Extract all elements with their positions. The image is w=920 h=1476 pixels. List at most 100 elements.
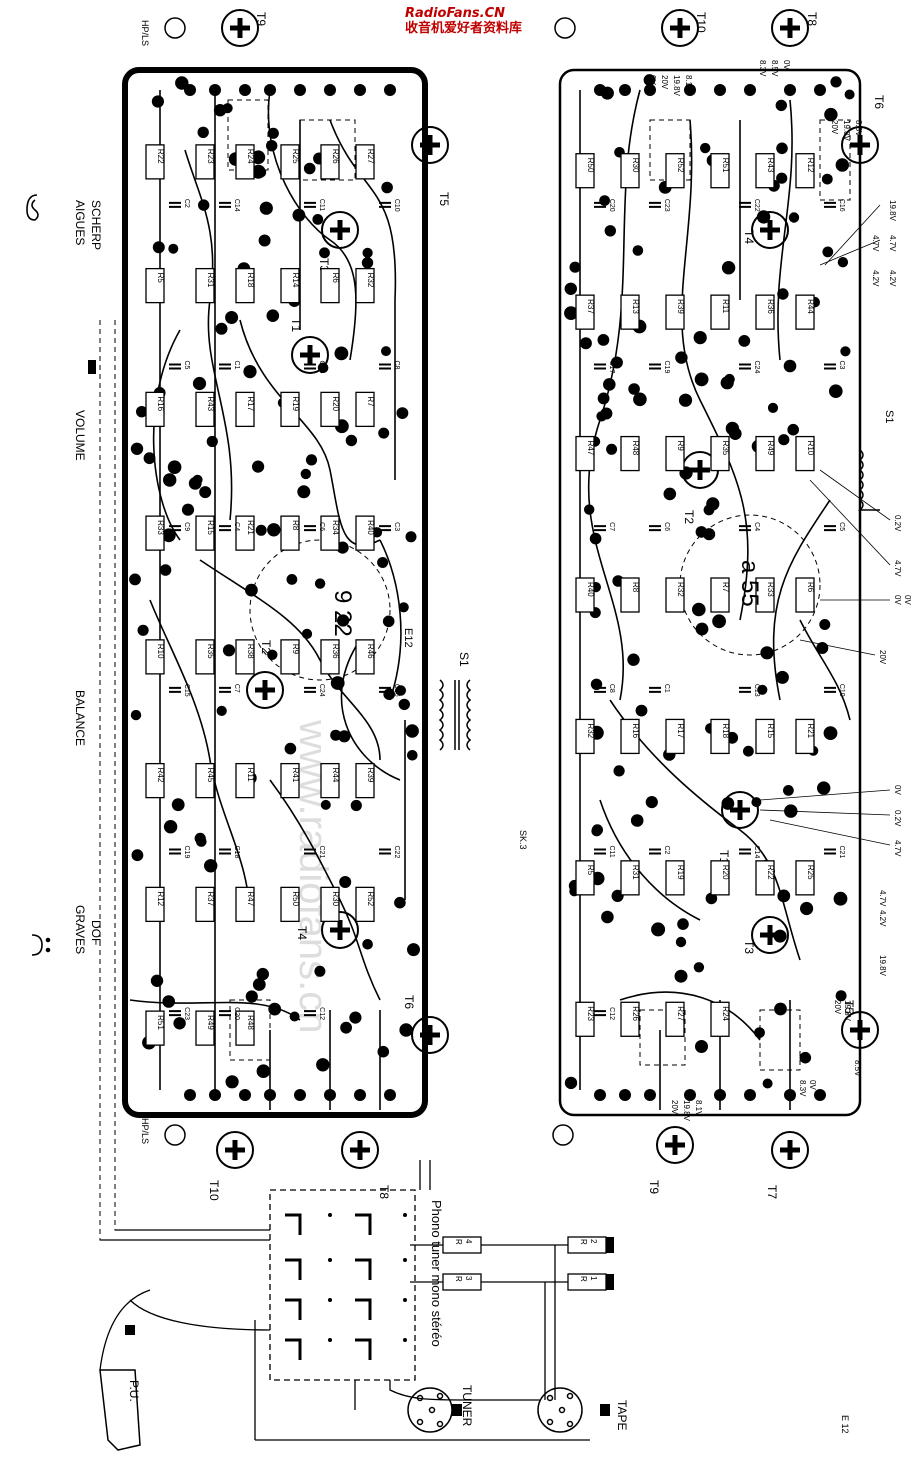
solder-pad [398, 698, 410, 711]
solder-pad [130, 709, 142, 721]
right-resistor-label: R9 [676, 441, 685, 452]
left-capacitor [219, 1010, 231, 1017]
voltage-mid: 0V [903, 595, 912, 605]
right-capacitor [649, 848, 661, 855]
edge-pad [784, 1089, 796, 1101]
solder-pad [767, 402, 779, 413]
left-s1: S1 [457, 652, 471, 667]
left-resistor [280, 639, 300, 675]
label-bass-fr: GRAVES [73, 905, 87, 954]
solder-pad [706, 497, 720, 511]
solder-pad [163, 473, 177, 487]
solder-pad [192, 376, 207, 391]
left-resistor [195, 1010, 215, 1046]
left-capacitor [304, 1010, 316, 1017]
solder-pad [399, 1023, 413, 1037]
solder-pad [774, 1002, 787, 1016]
solder-pad [597, 334, 610, 346]
left-transistor [221, 9, 259, 47]
left-resistor-label: R21 [246, 520, 255, 535]
right-resistor [795, 294, 815, 330]
solder-pad [362, 939, 373, 950]
left-capacitor-label: C8 [393, 361, 400, 370]
right-resistor-label: R18 [721, 723, 730, 738]
solder-pad [822, 246, 834, 258]
solder-pad [694, 372, 709, 387]
solder-pad [289, 1011, 300, 1022]
right-resistor-label: R47 [586, 441, 595, 456]
right-capacitor-label: C2 [663, 846, 670, 855]
left-resistor-label: R24 [246, 149, 255, 164]
right-transistor-label: T2 [682, 510, 696, 524]
right-resistor-label: R6 [806, 582, 815, 593]
solder-pad [837, 257, 849, 268]
left-transistor-label: T4 [295, 926, 309, 940]
volume-ground [88, 360, 96, 374]
left-capacitor [169, 525, 181, 532]
watermark-site: RadioFans.CN [405, 6, 505, 21]
left-capacitor-label: C13 [318, 361, 325, 374]
edge-pad [744, 84, 756, 96]
solder-pad [192, 474, 203, 485]
right-resistor-label: R52 [676, 158, 685, 173]
right-resistor-label: R24 [721, 1006, 730, 1021]
right-resistor-label: R15 [766, 723, 775, 738]
right-transistor [771, 9, 809, 47]
left-transformer [438, 679, 472, 751]
solder-pad [337, 614, 350, 627]
left-resistor [355, 144, 375, 180]
input-r1-letter: R [579, 1276, 588, 1282]
right-capacitor [824, 201, 836, 208]
right-resistor-label: R32 [676, 582, 685, 597]
solder-pad [564, 282, 577, 295]
left-resistor [145, 515, 165, 551]
right-resistor-label: R10 [806, 441, 815, 456]
right-resistor [795, 577, 815, 613]
solder-pad [194, 832, 206, 845]
right-capacitor [649, 686, 661, 693]
solder-pad [783, 785, 794, 796]
solder-pad [613, 765, 625, 777]
edge-pad [384, 1089, 396, 1101]
solder-pad [778, 434, 790, 446]
left-resistor [145, 1010, 165, 1046]
solder-pad [171, 798, 185, 812]
solder-pad [773, 929, 787, 943]
solder-pad [800, 901, 814, 916]
right-resistor [665, 577, 685, 613]
right-capacitor [824, 848, 836, 855]
solder-pad [692, 602, 706, 617]
left-resistor [280, 267, 300, 304]
left-resistor-label: R26 [331, 149, 340, 164]
solder-pad [776, 172, 788, 184]
solder-pad [256, 967, 269, 981]
solder-pad [303, 162, 316, 175]
voltage-low: 19.8V [878, 955, 887, 977]
left-capacitor [379, 363, 391, 370]
left-resistor [320, 391, 340, 428]
left-resistor [195, 639, 215, 675]
right-capacitor-label: C16 [838, 199, 845, 212]
voltage-leader [799, 639, 876, 656]
left-resistor [320, 762, 340, 799]
solder-pad [334, 346, 349, 361]
right-resistor [795, 435, 815, 472]
solder-pad [823, 726, 838, 740]
label-treble-fr: AIGUES [73, 200, 87, 245]
solder-pad [216, 705, 227, 717]
solder-pad [597, 392, 610, 405]
solder-pad [407, 750, 418, 761]
left-resistor [320, 886, 340, 923]
solder-pad [724, 373, 735, 385]
label-e12: E 12 [840, 1415, 850, 1434]
right-capacitor [739, 848, 751, 855]
tuner-ground [452, 1404, 462, 1416]
solder-pad [630, 814, 644, 827]
right-resistor [795, 718, 815, 755]
right-capacitor-label: C22 [753, 199, 760, 212]
solder-pad [338, 730, 351, 743]
left-resistor [355, 391, 375, 428]
right-resistor-label: R44 [806, 299, 815, 314]
right-capacitor-label: C13 [753, 684, 760, 697]
left-resistor [145, 762, 165, 799]
